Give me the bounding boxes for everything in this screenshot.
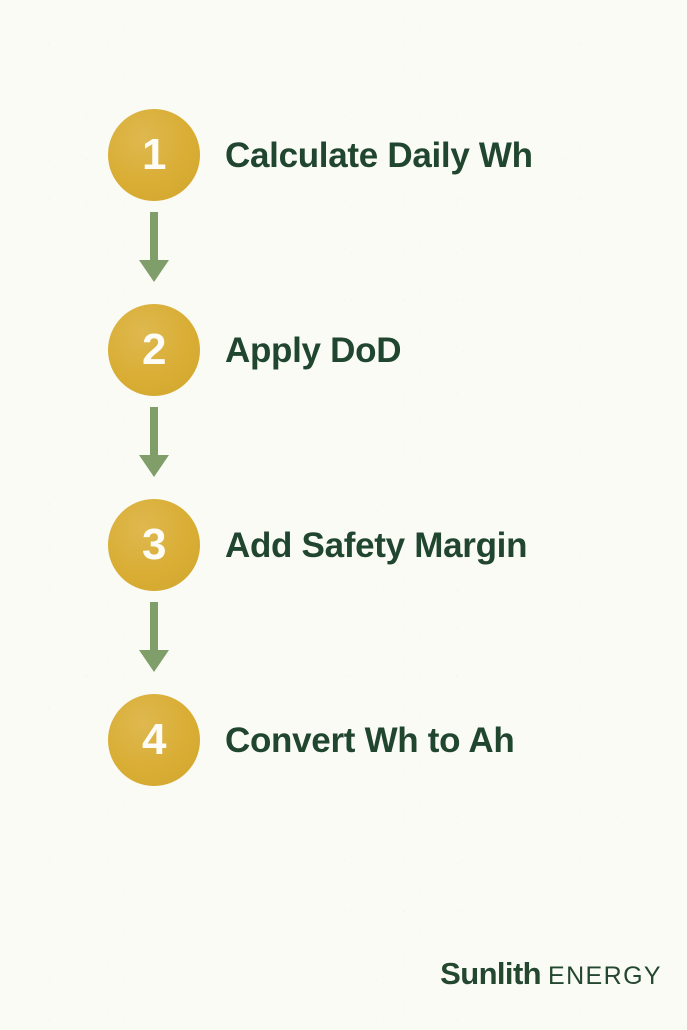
step-number-badge-1: 1	[108, 109, 200, 201]
step-number-4: 4	[142, 715, 166, 764]
brand-logo: Sunlith ENERGY	[440, 958, 662, 998]
step-number-2: 2	[142, 325, 166, 374]
step-label-3: Add Safety Margin	[225, 525, 528, 565]
step-number-3: 3	[142, 520, 166, 569]
brand-name-secondary: ENERGY	[548, 962, 662, 990]
flow-step-1: 1 Calculate Daily Wh	[108, 109, 533, 201]
flow-step-2: 2 Apply DoD	[108, 304, 401, 396]
flow-connector-3-4	[138, 602, 170, 674]
down-arrow-icon	[139, 602, 169, 672]
flow-step-4: 4 Convert Wh to Ah	[108, 694, 515, 786]
step-label-4: Convert Wh to Ah	[225, 720, 515, 760]
step-number-badge-3: 3	[108, 499, 200, 591]
step-label-2: Apply DoD	[225, 330, 402, 370]
step-number-badge-2: 2	[108, 304, 200, 396]
flow-step-3: 3 Add Safety Margin	[108, 499, 527, 591]
step-label-1: Calculate Daily Wh	[225, 135, 533, 175]
brand-name-primary: Sunlith	[440, 956, 542, 991]
step-number-1: 1	[142, 130, 166, 179]
down-arrow-icon	[139, 407, 169, 477]
flow-connector-1-2	[138, 212, 170, 284]
down-arrow-icon	[139, 212, 169, 282]
flow-connector-2-3	[138, 407, 170, 479]
step-number-badge-4: 4	[108, 694, 200, 786]
